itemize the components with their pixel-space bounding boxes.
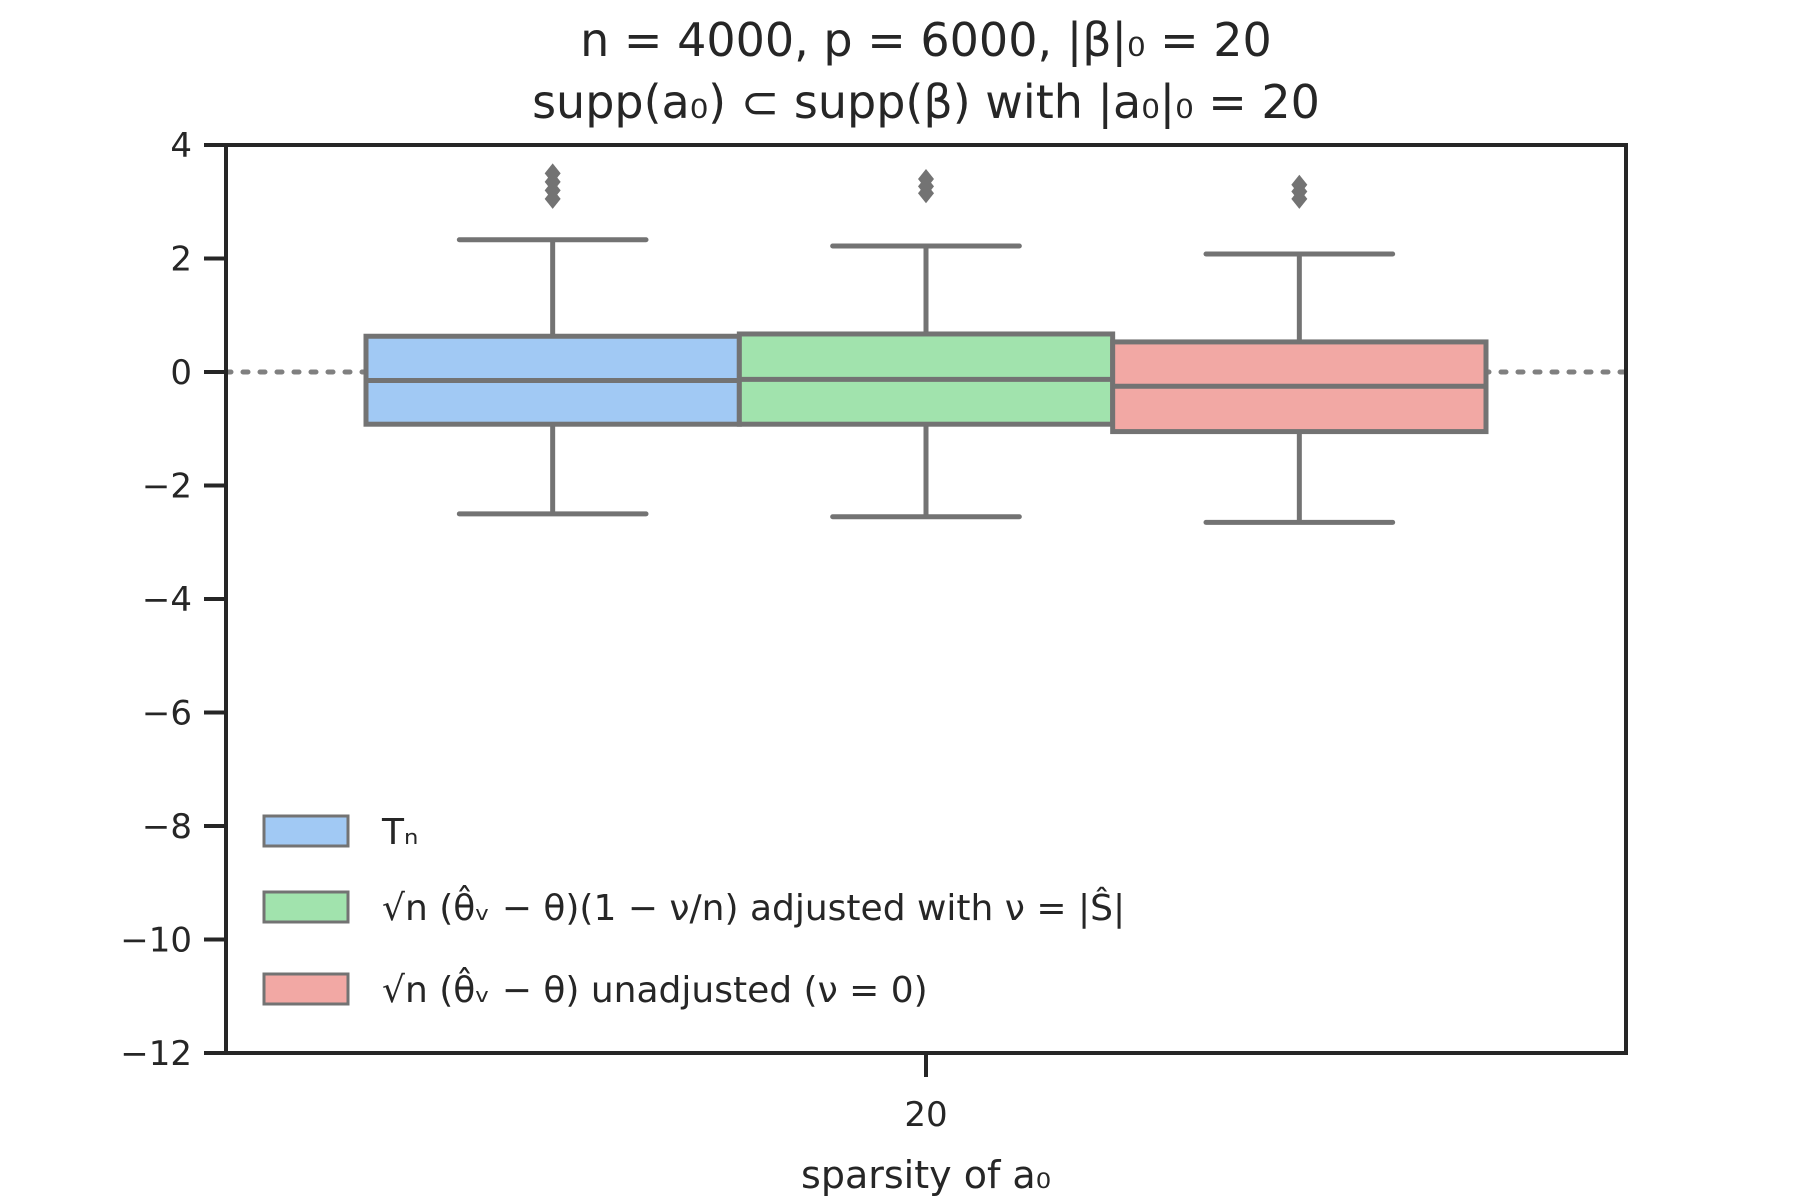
y-tick-label: −4: [142, 580, 192, 620]
y-tick-label: −6: [142, 694, 192, 734]
y-tick-label: −12: [120, 1034, 192, 1074]
box-series-3: [1110, 174, 1489, 525]
x-axis-label: sparsity of a₀: [801, 1153, 1051, 1197]
y-tick-label: 4: [170, 126, 192, 166]
legend-swatch-1: [262, 814, 350, 848]
legend-swatch-3: [262, 972, 350, 1006]
y-tick-label: −8: [142, 807, 192, 847]
box-series-1: [363, 163, 742, 517]
outlier-point: [544, 163, 561, 184]
chart-title-line1: n = 4000, p = 6000, |β|₀ = 20: [580, 13, 1272, 68]
legend-label-2: √n (θ̂ᵥ − θ)(1 − ν/n) adjusted with ν = …: [382, 884, 1125, 929]
y-tick-label: −10: [120, 921, 192, 961]
outlier-point: [1291, 174, 1308, 195]
box-series-2: [736, 169, 1116, 520]
chart-title-line2: supp(a₀) ⊂ supp(β) with |a₀|₀ = 20: [532, 75, 1320, 130]
y-tick-label: 2: [170, 240, 192, 280]
legend-swatch-2: [262, 890, 350, 924]
legend-label-1: Tₙ: [381, 812, 418, 853]
y-tick-label: −2: [142, 467, 192, 507]
outlier-point: [918, 169, 934, 190]
x-tick-label: 20: [904, 1095, 947, 1135]
legend-label-3: √n (θ̂ᵥ − θ) unadjusted (ν = 0): [382, 966, 928, 1011]
y-tick-label: 0: [170, 353, 192, 393]
